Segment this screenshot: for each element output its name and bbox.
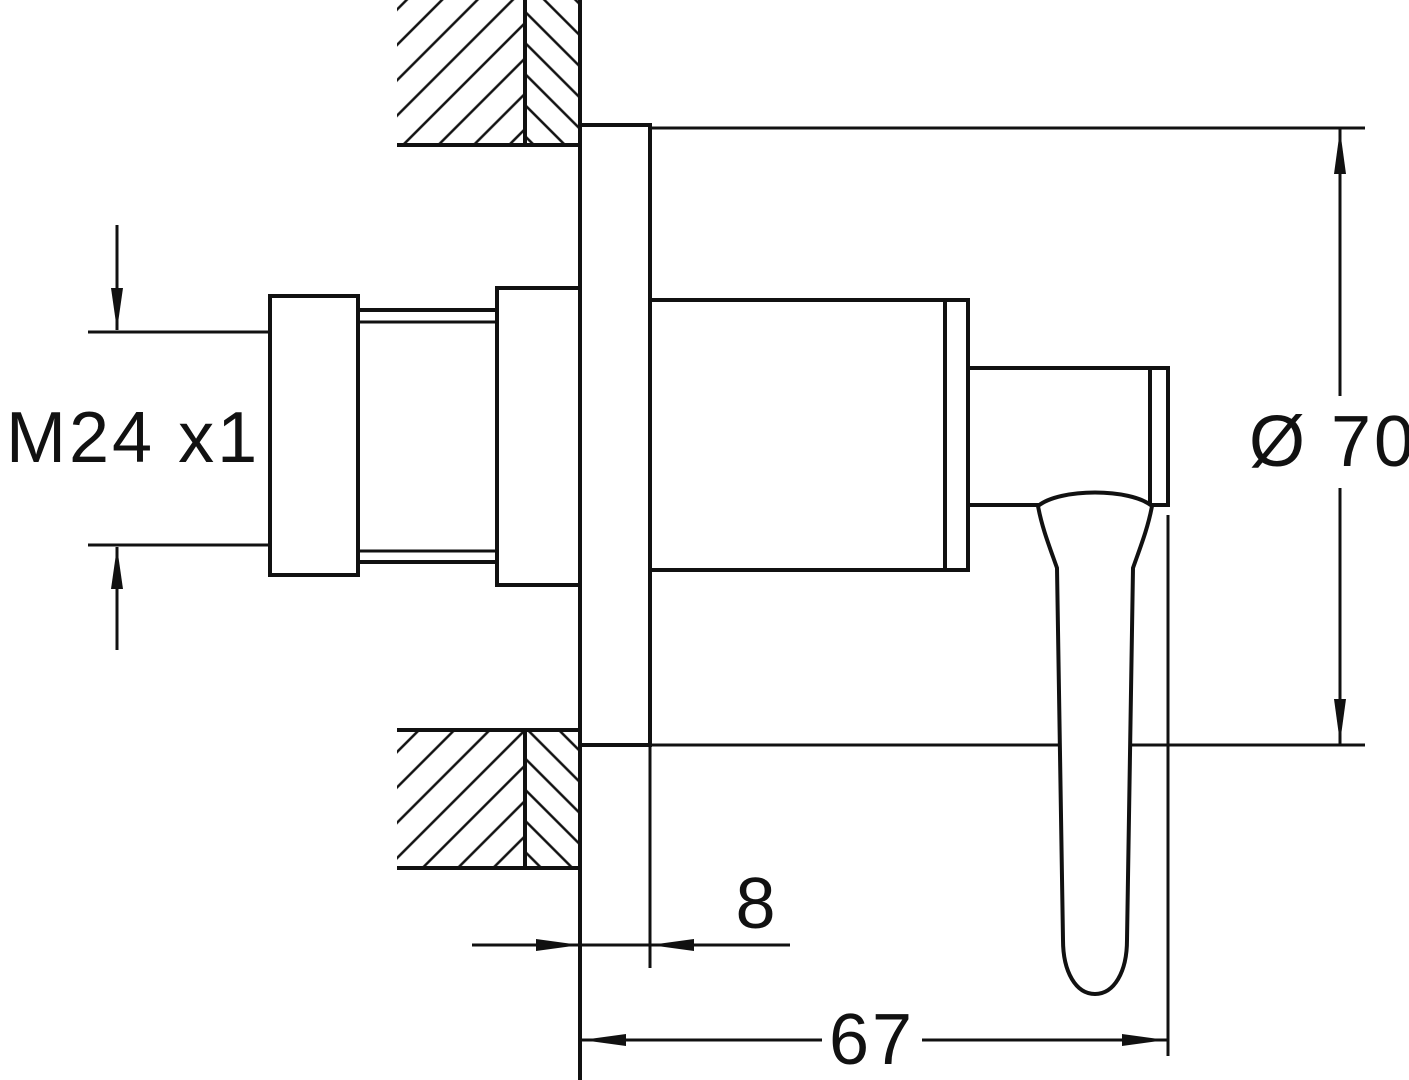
projection-label: 67 <box>829 1000 915 1080</box>
escutcheon-plate <box>578 123 652 747</box>
wall-section-upper <box>397 0 580 147</box>
dimension-thread: M24 x1 <box>6 225 268 650</box>
wall-masonry-hatch-upper <box>397 0 525 145</box>
arrow-left-icon <box>582 1034 626 1046</box>
wall-plaster-hatch-upper <box>525 0 580 145</box>
dimension-projection: 67 <box>580 1000 1168 1080</box>
arrow-up-icon <box>111 547 123 589</box>
threaded-connector <box>356 308 499 564</box>
valve-cartridge-housing <box>648 298 970 572</box>
lever-handle <box>1035 490 1155 997</box>
arrow-down-icon <box>1334 699 1346 743</box>
handle-hub <box>966 366 1170 507</box>
arrow-down-icon <box>111 288 123 330</box>
arrow-right-icon <box>536 939 580 951</box>
union-nut <box>268 294 360 577</box>
dimension-depth: 8 <box>472 864 790 951</box>
thread-size-label: M24 x1 <box>6 398 260 478</box>
wall-plaster-hatch-lower <box>525 730 580 868</box>
diameter-extension-lines <box>650 126 1365 747</box>
valve-trim <box>648 298 1170 997</box>
diameter-label: Ø 70 <box>1249 402 1409 482</box>
dimension-diameter: Ø 70 <box>1249 128 1409 745</box>
arrow-up-icon <box>1334 130 1346 174</box>
depth-label: 8 <box>735 864 778 944</box>
arrow-right-icon <box>1122 1034 1166 1046</box>
wall-section-lower <box>397 728 580 870</box>
arrow-left-icon <box>650 939 694 951</box>
concealed-valve-body <box>268 286 582 587</box>
valve-collar <box>495 286 582 587</box>
wall-masonry-hatch-lower <box>397 730 525 868</box>
